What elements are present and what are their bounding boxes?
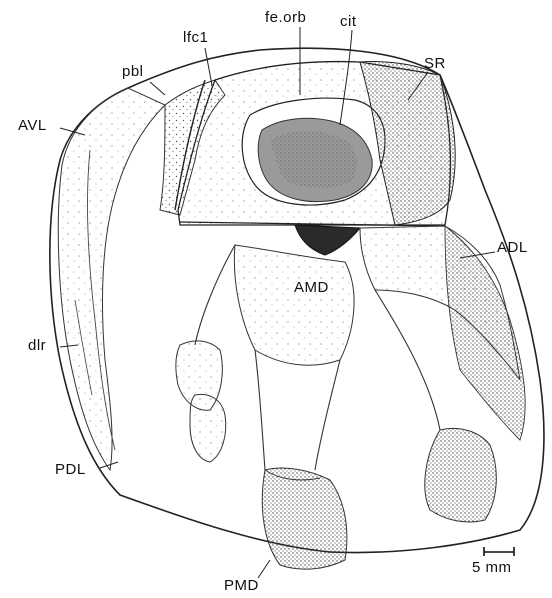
pdl-right-plate	[425, 428, 497, 522]
label-ifc1: lfc1	[183, 30, 208, 45]
label-cit: cit	[340, 14, 357, 29]
label-fe-orb: fe.orb	[265, 10, 306, 25]
leader-pbl	[150, 82, 165, 95]
label-amd: AMD	[294, 280, 329, 295]
label-pmd: PMD	[224, 578, 259, 593]
leader-pmd	[258, 560, 270, 578]
pmd-plate	[262, 468, 347, 569]
label-avl: AVL	[18, 118, 47, 133]
amd-plate	[234, 245, 354, 365]
small-plate-b	[190, 394, 226, 462]
label-pbl: pbl	[122, 64, 144, 79]
scale-bar-line	[484, 547, 514, 556]
label-dlr: dlr	[28, 338, 46, 353]
label-pdl: PDL	[55, 462, 86, 477]
amd-dark	[295, 225, 360, 255]
adl-dense	[445, 226, 525, 440]
scale-bar	[484, 547, 514, 556]
leader-ifc1	[205, 48, 212, 85]
scale-bar-label: 5 mm	[472, 560, 512, 575]
label-sr: SR	[424, 56, 446, 71]
label-adl: ADL	[497, 240, 528, 255]
